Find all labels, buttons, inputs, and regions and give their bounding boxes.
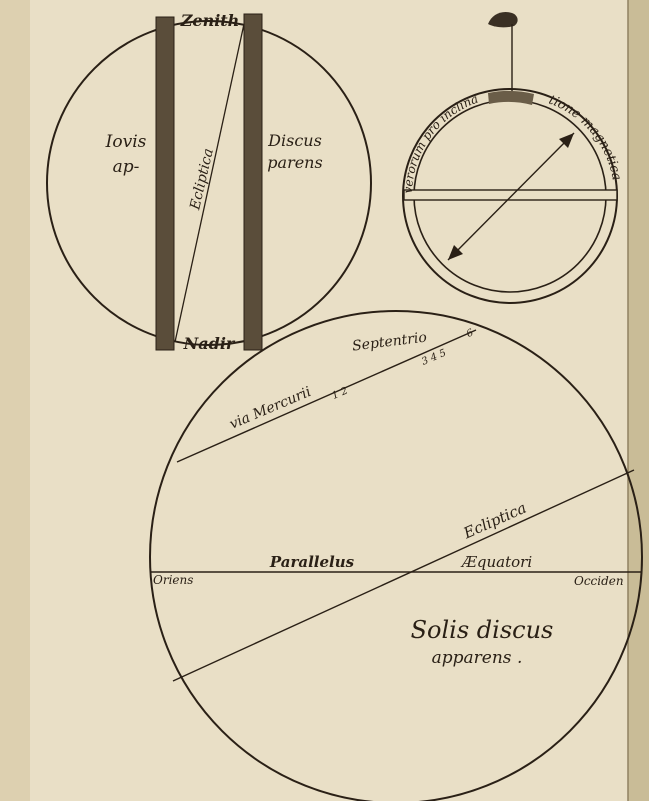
compass-needle	[447, 132, 575, 261]
needle-arrowhead-south	[448, 245, 463, 260]
compass-top-mark	[488, 90, 534, 105]
jupiter-disc-figure: Zenith Nadir Iovis ap- Discus parens Ecl…	[46, 11, 372, 353]
iovis-label: Iovis	[105, 132, 147, 152]
compass-bar	[403, 189, 618, 201]
apparens-subtitle: apparens .	[432, 648, 523, 668]
ecliptic-line	[172, 469, 635, 682]
occiden-label: Occiden	[574, 574, 624, 588]
right-cloud-belt	[243, 13, 263, 351]
ecliptic-line	[174, 23, 245, 343]
aequatori-label: Æquatori	[460, 553, 532, 571]
mercury-path-line	[176, 329, 477, 463]
jupiter-disc-outline	[46, 20, 372, 346]
right-page-edge	[628, 0, 649, 801]
discus-label: Discus	[267, 131, 322, 150]
solis-discus-title: Solis discus	[411, 616, 554, 644]
parallelus-label: Parallelus	[269, 553, 355, 571]
nadir-label: Nadir	[183, 334, 236, 353]
zenith-label: Zenith	[180, 11, 240, 30]
sun-disc-outline	[149, 310, 643, 801]
parens-label: parens	[267, 153, 322, 172]
left-gutter-shade	[0, 0, 30, 801]
mercury-position-6: 6	[465, 327, 476, 340]
hand-icon	[488, 12, 518, 28]
needle-arrowhead-north	[559, 133, 574, 148]
ap-label: ap-	[113, 157, 140, 177]
left-cloud-belt	[155, 16, 175, 351]
oriens-label: Oriens	[153, 573, 193, 587]
